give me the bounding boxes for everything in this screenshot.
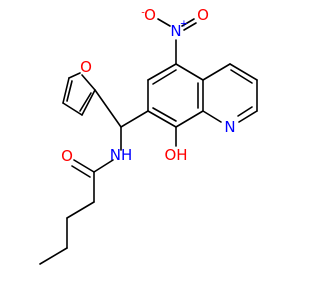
bond-ch-to-quinoline <box>120 110 149 128</box>
amide-nh-label: NH <box>110 146 133 164</box>
bond-nitro-n-o-left <box>157 18 171 27</box>
nitro-nitrogen-charge: + <box>180 19 188 30</box>
bond-furan-to-ch <box>94 89 122 128</box>
bond-chain-4 <box>39 247 68 265</box>
nitro-oxygen-right-label: O <box>197 6 209 24</box>
bond-q-n1-c8a <box>202 110 222 123</box>
bond-nh-carbonyl <box>93 159 114 173</box>
bond-q-c2-n1 <box>238 110 258 123</box>
nitro-oxygen-left-label: O <box>144 6 156 24</box>
bond-nitro-n-o-right-double <box>183 22 197 31</box>
bond-q-c6-c5-double <box>152 69 177 85</box>
atom-labels: O N + O - O N OH NH O <box>61 6 236 165</box>
nitro-oxygen-left-charge: - <box>141 8 145 19</box>
bond-q-c6-c5 <box>147 63 177 81</box>
bond-q-c4a-c4 <box>202 63 231 81</box>
bonds <box>39 18 258 265</box>
bond-furan-c4-c5-double <box>66 80 73 102</box>
bond-furan-o-c2 <box>81 74 96 91</box>
molecule-structure: O N + O - O N OH NH O <box>39 6 258 265</box>
amide-oxygen-label: O <box>61 147 73 165</box>
bond-q-c8a-c8 <box>175 110 204 128</box>
hydroxyl-label: OH <box>164 146 187 164</box>
bond-q-c8-c7-double <box>152 107 177 122</box>
bond-carbonyl-o <box>73 159 95 173</box>
furan-oxygen-label: O <box>80 58 92 76</box>
bond-q-c5-c4a <box>175 63 204 81</box>
bond-furan-c4-c5 <box>62 77 70 104</box>
bond-q-c4-c3-double <box>230 69 253 84</box>
bond-q-c4-c3 <box>229 63 258 81</box>
bond-nitro-n-o-right <box>181 18 195 27</box>
bond-chain-2 <box>66 201 95 219</box>
quinoline-nitrogen-label: N <box>224 118 235 136</box>
bond-q-c2-n1-double <box>237 106 253 117</box>
bond-furan-c2-c3-double <box>79 92 92 112</box>
bond-furan-c5-o <box>68 72 81 79</box>
nitro-nitrogen-label: N <box>170 22 181 40</box>
bond-q-c8-c7 <box>147 110 177 128</box>
bond-furan-c3-c4 <box>62 102 83 116</box>
bond-furan-c2-c3 <box>81 89 96 116</box>
bond-carbonyl-o-double <box>71 165 91 178</box>
